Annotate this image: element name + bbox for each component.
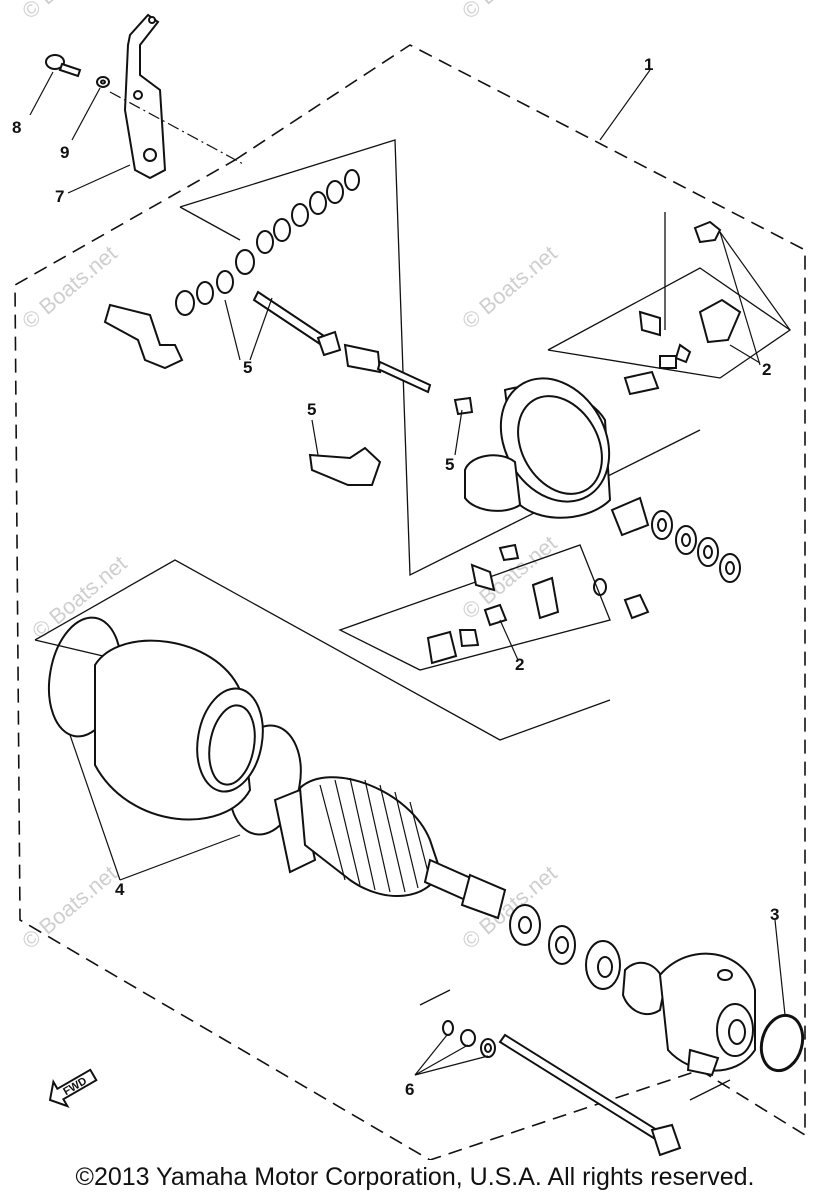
- yoke: [47, 616, 302, 836]
- callout-4: 4: [115, 880, 125, 899]
- watermark: © Boats.net: [17, 861, 121, 954]
- screw: [45, 54, 82, 78]
- callout-5-left: 5: [243, 358, 252, 377]
- starter-motor-exploded-diagram: © Boats.net © Boats.net © Boats.net © Bo…: [12, 0, 806, 1160]
- washer: [96, 76, 110, 88]
- o-ring-3: [759, 1013, 805, 1073]
- boot-lower: [308, 396, 474, 486]
- armature: [273, 776, 507, 920]
- callout-5-right: 5: [445, 455, 454, 474]
- fwd-arrow-icon: FWD: [48, 1068, 98, 1108]
- through-bolt-box: [419, 989, 731, 1101]
- copyright-notice: ©2013 Yamaha Motor Corporation, U.S.A. A…: [75, 1163, 755, 1191]
- leader-lines: [29, 69, 791, 1076]
- leader-line: [109, 91, 246, 166]
- callout-2-upper: 2: [762, 360, 771, 379]
- callout-6: 6: [405, 1080, 414, 1099]
- callout-1: 1: [644, 55, 653, 74]
- small-washers: [442, 1020, 496, 1058]
- watermark: © Boats.net: [17, 0, 121, 24]
- through-bolt: [498, 1033, 682, 1157]
- end-cap: [464, 377, 612, 519]
- brush-holder-box-lower: [338, 544, 611, 671]
- front-bracket: [658, 952, 756, 1077]
- bracket: [123, 13, 167, 180]
- boot-upper: [103, 303, 184, 370]
- brush-holder-box-upper: [547, 212, 792, 379]
- brush-holder-lower: [426, 543, 560, 665]
- terminal-rod: [252, 290, 432, 394]
- callout-9: 9: [60, 143, 69, 162]
- watermark: © Boats.net: [27, 551, 131, 644]
- brush-holder-upper: [623, 220, 742, 396]
- watermark: © Boats.net: [457, 0, 561, 24]
- end-cap-washers: [593, 496, 741, 620]
- callout-5-boot: 5: [307, 400, 316, 419]
- callout-2-lower: 2: [515, 655, 524, 674]
- fwd-label: FWD: [61, 1075, 89, 1098]
- front-bearing-parts: [509, 904, 667, 1015]
- bushing-stack: [175, 169, 360, 316]
- callout-3: 3: [770, 905, 779, 924]
- callout-7: 7: [55, 187, 64, 206]
- callout-8: 8: [12, 118, 21, 137]
- watermark: © Boats.net: [457, 241, 561, 334]
